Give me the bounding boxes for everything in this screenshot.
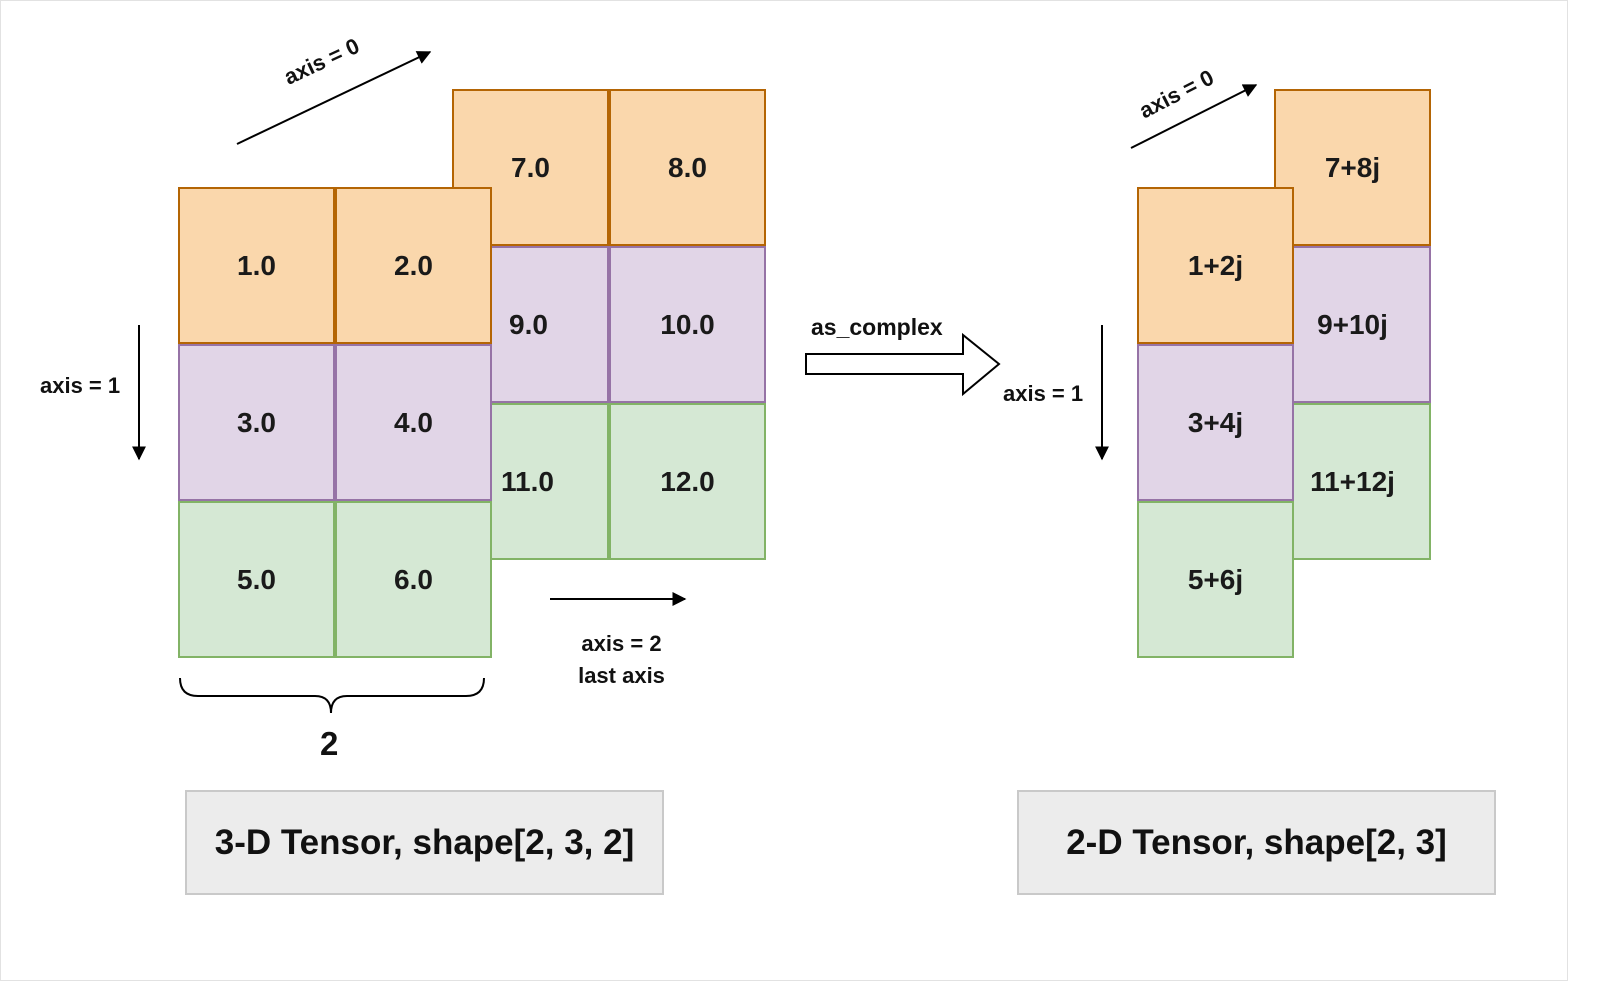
cell-back-r2c2: 10.0: [609, 246, 766, 403]
as-complex-arrow: [805, 332, 1001, 397]
axis0-label-left: axis = 0: [280, 33, 364, 90]
diagram-canvas: 7.0 8.0 9.0 10.0 11.0 12.0 1.0 2.0 3.0 4…: [0, 0, 1568, 981]
axis1-label-left: axis = 1: [40, 373, 121, 398]
cell-complex-back-2: 9+10j: [1274, 246, 1431, 403]
cell-front-r1c1: 1.0: [178, 187, 335, 344]
cell-front-r2c1: 3.0: [178, 344, 335, 501]
cell-front-r3c1: 5.0: [178, 501, 335, 658]
left-caption: 3-D Tensor, shape[2, 3, 2]: [185, 790, 664, 895]
axis1-label-right: axis = 1: [1003, 381, 1084, 406]
cell-complex-front-2: 3+4j: [1137, 344, 1294, 501]
last-axis-label: last axis: [578, 663, 665, 688]
cell-complex-front-3: 5+6j: [1137, 501, 1294, 658]
cell-front-r1c2: 2.0: [335, 187, 492, 344]
cell-back-r2c1: 9.0: [452, 246, 609, 403]
dimension-brace: [179, 677, 485, 714]
cell-complex-back-3: 11+12j: [1274, 403, 1431, 560]
cell-complex-back-1: 7+8j: [1274, 89, 1431, 246]
cell-back-r3c2: 12.0: [609, 403, 766, 560]
axis2-label: axis = 2: [581, 631, 662, 656]
cell-complex-front-1: 1+2j: [1137, 187, 1294, 344]
cell-front-r2c2: 4.0: [335, 344, 492, 501]
brace-label: 2: [320, 725, 339, 762]
axis0-label-right: axis = 0: [1135, 64, 1218, 124]
right-caption: 2-D Tensor, shape[2, 3]: [1017, 790, 1496, 895]
cell-front-r3c2: 6.0: [335, 501, 492, 658]
as-complex-label: as_complex: [811, 314, 943, 340]
cell-back-r1c2: 8.0: [609, 89, 766, 246]
